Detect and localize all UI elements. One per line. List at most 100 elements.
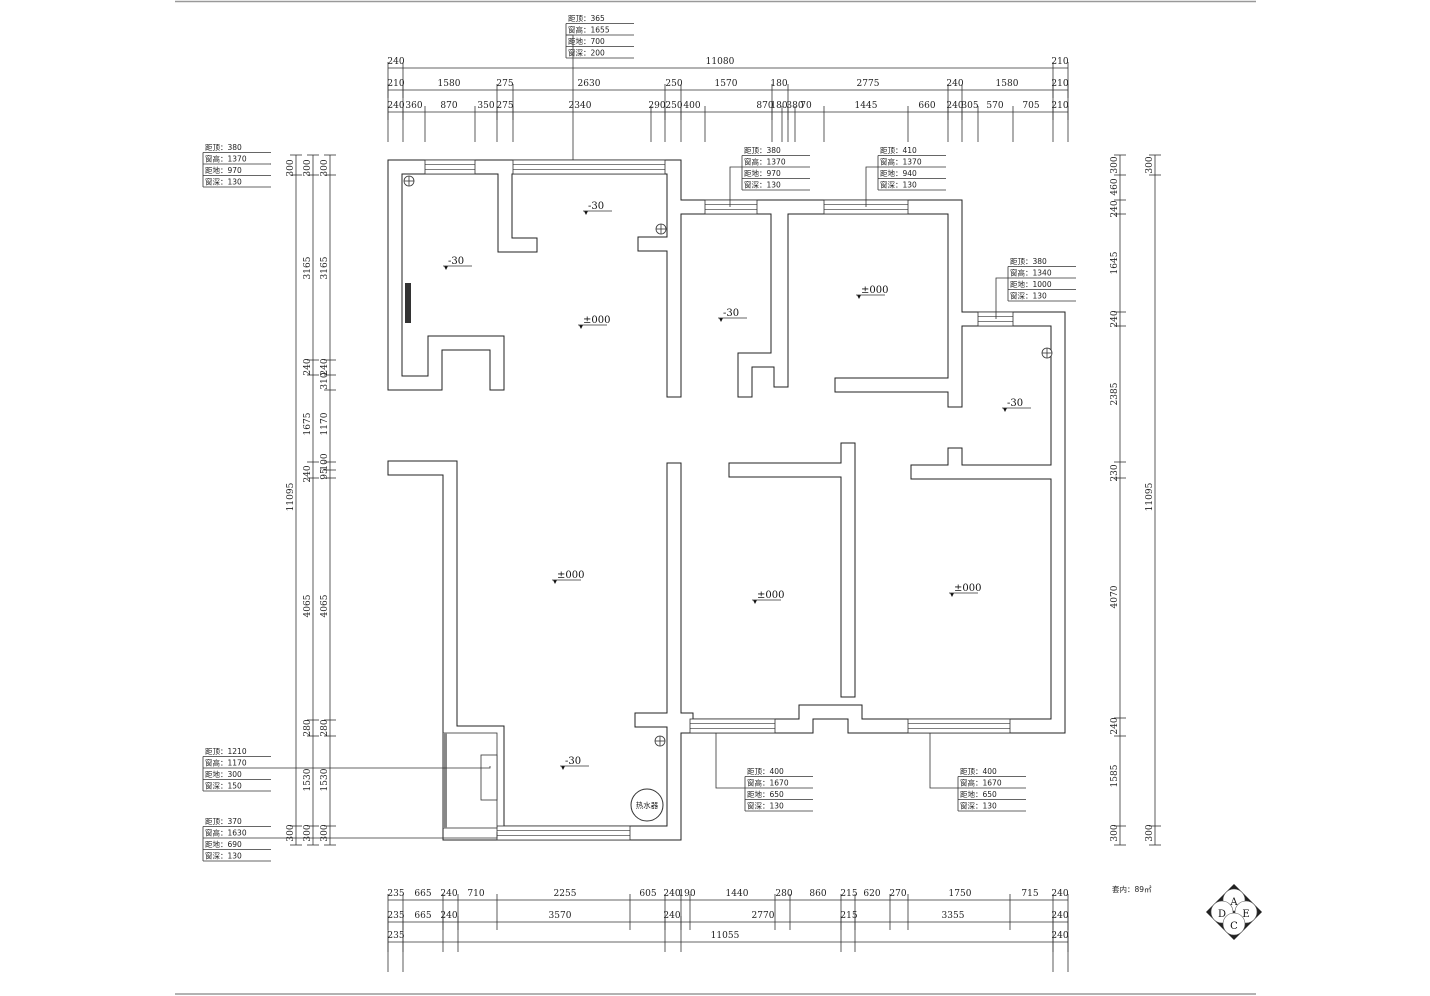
dimension-label: 665 xyxy=(414,889,431,899)
dimension-label: 310 xyxy=(320,372,330,389)
dimension-label: 300 xyxy=(1145,156,1155,173)
floor-level-mark: ±000 xyxy=(949,583,981,597)
dimension-label: 300 xyxy=(303,824,313,841)
radiator-icon xyxy=(405,283,411,323)
window-spec: 距顶：380 xyxy=(744,146,781,155)
window-spec: 距地：700 xyxy=(568,36,605,46)
dimension-label: 240 xyxy=(440,889,457,899)
window-spec: 窗高：1370 xyxy=(880,157,922,167)
window-spec: 窗高：1170 xyxy=(205,758,247,768)
drain-icon xyxy=(654,735,666,747)
window-spec: 距顶：380 xyxy=(205,143,242,152)
dimension-label: 1530 xyxy=(320,768,330,791)
window-spec: 窗高：1370 xyxy=(744,157,786,167)
drain-icon xyxy=(655,223,667,235)
dimension-label: 240 xyxy=(946,79,963,89)
wall-outline xyxy=(728,462,856,698)
dimension-label: 4065 xyxy=(320,594,330,617)
floor-level-mark: -30 xyxy=(1002,398,1031,412)
dimension-label: 240 xyxy=(946,101,963,111)
floor-level-mark: -30 xyxy=(560,756,589,770)
window-spec: 窗深：130 xyxy=(205,177,242,187)
dimension-label: 240 xyxy=(1110,717,1120,734)
wall-fill xyxy=(729,463,855,697)
dimension-label: 870 xyxy=(756,101,773,111)
window-spec: 距顶：370 xyxy=(205,817,242,826)
window-spec: 距顶：365 xyxy=(568,14,605,23)
dimension-label: 280 xyxy=(303,719,313,736)
dimension-label: 300 xyxy=(1110,824,1120,841)
dimension-label: 350 xyxy=(477,101,494,111)
dimension-label: 180 xyxy=(770,101,787,111)
dimension-label: 240 xyxy=(1051,911,1068,921)
dimension-label: 3165 xyxy=(303,256,313,279)
water-heater-label: 热水器 xyxy=(636,800,659,810)
floor-levels: -30-30-30-30-30±000±000±000±000±000 xyxy=(443,201,1031,770)
window-spec: 窗高：1670 xyxy=(960,778,1002,788)
window-spec: 距地：650 xyxy=(960,789,997,799)
water-heater: 热水器 xyxy=(630,788,664,822)
wall-fill xyxy=(635,463,681,727)
wall-outline xyxy=(834,311,963,393)
dimension-label: 4070 xyxy=(1110,585,1120,608)
dimension-label: 240 xyxy=(303,358,313,375)
window-spec: 距地：650 xyxy=(747,789,784,799)
window-spec: 窗深：130 xyxy=(744,180,781,190)
window-spec: 窗深：130 xyxy=(1010,291,1047,301)
dimension-label: 235 xyxy=(387,931,404,941)
dimension-label: 275 xyxy=(496,79,513,89)
dimension-label: 660 xyxy=(918,101,935,111)
dimension-label: 275 xyxy=(496,101,513,111)
compass-letter-d: D xyxy=(1218,909,1226,920)
window-spec: 距顶：1210 xyxy=(205,747,247,756)
window-spec: 窗高：1630 xyxy=(205,828,247,838)
dimension-label: 870 xyxy=(440,101,457,111)
dimension-label: 240 xyxy=(1051,931,1068,941)
window-spec: 距顶：410 xyxy=(880,146,917,155)
window-spec: 距顶：380 xyxy=(1010,257,1047,266)
dimension-label: 710 xyxy=(467,889,484,899)
floor-level-label: ±000 xyxy=(557,570,584,581)
compass-icon: A D E C xyxy=(1206,884,1262,940)
dimension-label: 240 xyxy=(663,911,680,921)
dimension-label: 11095 xyxy=(1145,482,1155,511)
window-spec: 距地：690 xyxy=(205,839,242,849)
window-symbol xyxy=(689,718,776,734)
dimension-label: 210 xyxy=(387,79,404,89)
floor-level-label: -30 xyxy=(723,308,739,319)
window-spec: 窗高：1655 xyxy=(568,25,610,35)
window-spec: 窗高：1670 xyxy=(747,778,789,788)
dimension-label: 210 xyxy=(1051,101,1068,111)
dimension-label: 240 xyxy=(1051,889,1068,899)
dimension-label: 715 xyxy=(1021,889,1038,899)
dimension-label: 215 xyxy=(840,889,857,899)
dimension-label: 1675 xyxy=(303,412,313,435)
dimension-label: 570 xyxy=(986,101,1003,111)
window-spec: 距地：970 xyxy=(744,168,781,178)
dimension-label: 240 xyxy=(1110,310,1120,327)
window-spec: 窗高：1370 xyxy=(205,154,247,164)
window-symbol xyxy=(480,754,498,801)
dimension-label: 2775 xyxy=(857,79,880,89)
dimension-label: 3165 xyxy=(320,256,330,279)
dimension-label: 230 xyxy=(1110,464,1120,481)
floor-level-label: ±000 xyxy=(954,583,981,594)
floor-level-label: ±000 xyxy=(757,590,784,601)
dimension-label: 360 xyxy=(405,101,422,111)
floor-level-mark: ±000 xyxy=(578,315,610,329)
dimension-label: 300 xyxy=(1110,156,1120,173)
dimension-label: 1580 xyxy=(996,79,1019,89)
dimension-label: 300 xyxy=(320,824,330,841)
dimension-label: 11080 xyxy=(706,57,735,67)
window-spec: 窗深：200 xyxy=(568,48,605,58)
dimension-label: 100 xyxy=(320,453,330,470)
dimension-label: 280 xyxy=(775,889,792,899)
dimension-label: 1585 xyxy=(1110,764,1120,787)
